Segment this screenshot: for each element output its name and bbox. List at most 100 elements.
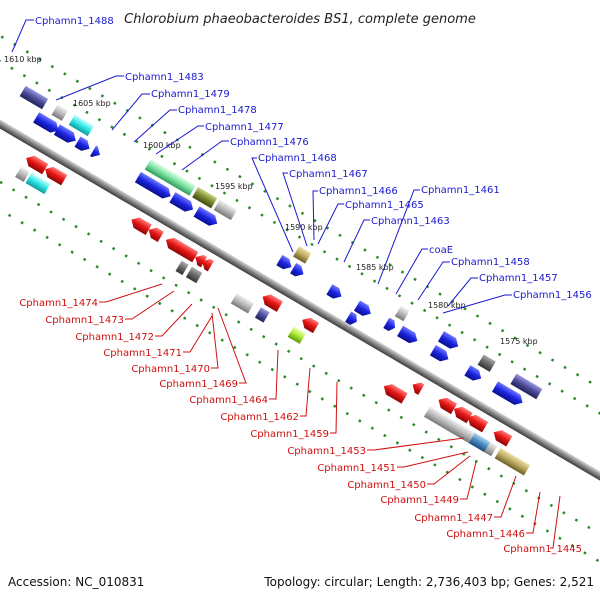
gene-label[interactable]: Cphamn1_1474	[19, 298, 98, 309]
gene-label[interactable]: Cphamn1_1466	[319, 186, 398, 197]
kbp-label: 1585 kbp	[356, 263, 394, 272]
top-gene-labels: Cphamn1_1488 Cphamn1_1483 Cphamn1_1479 C…	[35, 16, 592, 301]
gene-feature[interactable]	[394, 305, 410, 322]
gene-label[interactable]: Cphamn1_1468	[258, 153, 337, 164]
gene-feature[interactable]	[464, 365, 484, 383]
gene-feature[interactable]	[134, 171, 174, 202]
gene-feature[interactable]	[484, 441, 498, 457]
gene-feature[interactable]	[175, 260, 189, 276]
gene-feature[interactable]	[381, 381, 408, 404]
gene-label[interactable]: Cphamn1_1445	[503, 544, 582, 555]
genome-backbone	[0, 84, 600, 516]
gene-feature[interactable]	[287, 326, 306, 344]
kbp-label: 1580 kbp	[428, 301, 466, 310]
gene-feature[interactable]	[25, 172, 51, 195]
gene-label[interactable]: Cphamn1_1459	[250, 429, 329, 440]
gene-feature[interactable]	[51, 104, 68, 121]
gene-label[interactable]: Cphamn1_1473	[45, 315, 124, 326]
gene-label[interactable]: Cphamn1_1450	[347, 480, 426, 491]
gene-label[interactable]: Cphamn1_1467	[289, 169, 368, 180]
gene-feature[interactable]	[437, 331, 461, 351]
gene-feature[interactable]	[185, 266, 203, 284]
gene-feature[interactable]	[23, 153, 49, 175]
gene-feature[interactable]	[230, 293, 255, 314]
gene-feature[interactable]	[74, 136, 93, 153]
bottom-leader-lines	[99, 283, 561, 549]
gene-label[interactable]: Cphamn1_1446	[446, 529, 525, 540]
gene-label[interactable]: Cphamn1_1464	[189, 395, 268, 406]
gene-label[interactable]: Cphamn1_1469	[159, 379, 238, 390]
gene-feature[interactable]	[19, 85, 49, 110]
reverse-genes	[15, 153, 531, 476]
gene-label[interactable]: Cphamn1_1488	[35, 16, 114, 27]
gene-feature[interactable]	[468, 432, 491, 453]
gene-label[interactable]: Cphamn1_1461	[421, 185, 500, 196]
gene-label[interactable]: Cphamn1_1463	[371, 216, 450, 227]
kbp-label: 1610 kbp	[4, 55, 42, 64]
gene-label[interactable]: Cphamn1_1457	[479, 273, 558, 284]
gene-feature[interactable]	[192, 252, 207, 268]
gene-feature[interactable]	[353, 300, 374, 318]
kbp-label: 1605 kbp	[73, 99, 111, 108]
gene-label[interactable]: Cphamn1_1470	[131, 364, 210, 375]
gene-feature[interactable]	[68, 114, 94, 137]
gene-feature[interactable]	[53, 124, 79, 145]
gene-feature[interactable]	[299, 315, 320, 334]
gene-feature[interactable]	[213, 199, 238, 221]
gene-label[interactable]: Cphamn1_1465	[345, 200, 424, 211]
gene-feature[interactable]	[15, 166, 30, 182]
gene-feature[interactable]	[146, 225, 164, 243]
bottom-gene-labels: Cphamn1_1474 Cphamn1_1473 Cphamn1_1472 C…	[19, 298, 582, 555]
gene-feature[interactable]	[199, 256, 214, 272]
gene-feature[interactable]	[383, 317, 398, 333]
gene-label[interactable]: Cphamn1_1472	[75, 332, 154, 343]
gene-feature[interactable]	[494, 447, 531, 476]
gene-label[interactable]: Cphamn1_1456	[513, 290, 592, 301]
gene-feature[interactable]	[144, 159, 196, 196]
gene-feature[interactable]	[429, 344, 452, 364]
gene-feature[interactable]	[451, 404, 473, 424]
gene-feature[interactable]	[33, 112, 61, 136]
gene-label[interactable]: coaE	[429, 245, 453, 256]
gene-feature[interactable]	[163, 235, 199, 263]
gene-feature[interactable]	[42, 164, 68, 186]
gene-feature[interactable]	[491, 427, 513, 447]
gene-label[interactable]: Cphamn1_1478	[178, 105, 257, 116]
gene-feature[interactable]	[254, 307, 270, 323]
gene-label[interactable]: Cphamn1_1483	[125, 72, 204, 83]
gene-feature[interactable]	[491, 381, 526, 408]
gene-feature[interactable]	[410, 379, 425, 395]
gene-feature[interactable]	[260, 291, 283, 312]
gene-feature[interactable]	[193, 206, 221, 228]
gene-label[interactable]: Cphamn1_1451	[317, 463, 396, 474]
gene-label[interactable]: Cphamn1_1458	[451, 257, 530, 268]
accession-text: Accession: NC_010831	[8, 575, 145, 589]
gene-label[interactable]: Cphamn1_1476	[230, 137, 309, 148]
gene-feature[interactable]	[435, 395, 458, 415]
gene-feature[interactable]	[276, 254, 294, 272]
kbp-label: 1590 kbp	[285, 223, 323, 232]
gene-feature[interactable]	[397, 325, 420, 346]
gene-feature[interactable]	[192, 186, 218, 209]
gene-label[interactable]: Cphamn1_1453	[287, 446, 366, 457]
gene-feature[interactable]	[128, 215, 152, 235]
gene-feature[interactable]	[345, 311, 360, 327]
gene-label[interactable]: Cphamn1_1449	[380, 495, 459, 506]
gene-feature[interactable]	[477, 354, 496, 372]
gene-label[interactable]: Cphamn1_1477	[205, 122, 284, 133]
gene-feature[interactable]	[510, 373, 543, 400]
gene-feature[interactable]	[290, 262, 306, 279]
kbp-label: 1600 kbp	[143, 141, 181, 150]
gene-label[interactable]: Cphamn1_1462	[220, 412, 299, 423]
gene-feature[interactable]	[326, 284, 344, 301]
gene-label[interactable]: Cphamn1_1471	[103, 348, 182, 359]
top-leader-lines	[11, 19, 512, 314]
gene-feature[interactable]	[90, 145, 103, 160]
gene-feature[interactable]	[293, 246, 312, 264]
gene-label[interactable]: Cphamn1_1447	[414, 513, 493, 524]
gene-feature[interactable]	[465, 412, 489, 433]
gene-feature[interactable]	[169, 192, 196, 214]
outer-tick-track-bottom	[0, 150, 600, 578]
gene-label[interactable]: Cphamn1_1479	[151, 89, 230, 100]
gene-feature[interactable]	[423, 406, 475, 444]
